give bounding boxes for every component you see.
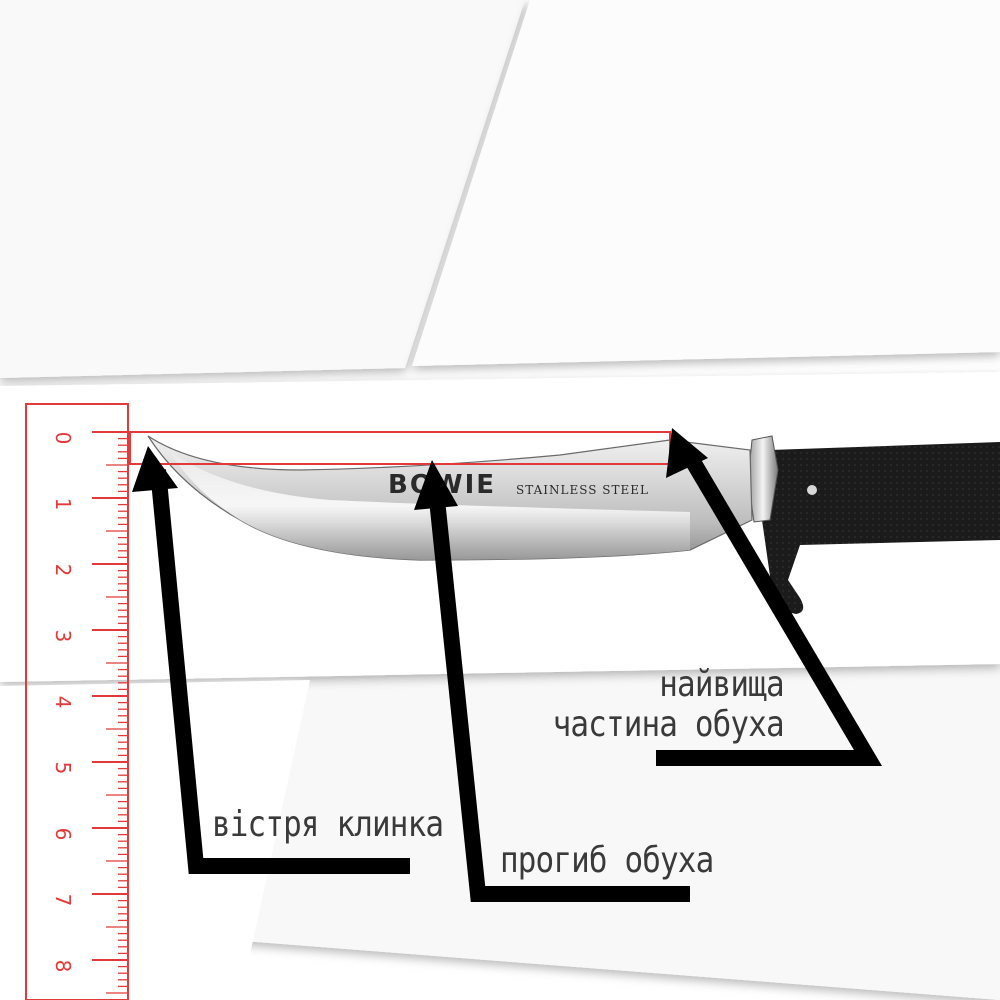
label-spine-curve: прогиб обуха <box>500 842 713 880</box>
ruler-label-5: 5 <box>51 762 75 775</box>
ruler-label-4: 4 <box>51 696 75 709</box>
ruler-label-6: 6 <box>51 828 75 841</box>
label-spine-highest-1: найвища <box>660 666 784 704</box>
blade-subtitle: STAINLESS STEEL <box>516 483 649 497</box>
ruler-label-0: 0 <box>51 432 75 445</box>
label-blade-tip: вістря клинка <box>212 806 443 844</box>
ruler-label-2: 2 <box>51 564 75 577</box>
ruler-label-7: 7 <box>51 894 75 907</box>
ruler-label-1: 1 <box>51 498 75 511</box>
label-spine-highest-2: частина обуха <box>553 706 784 744</box>
ruler-label-3: 3 <box>51 630 75 643</box>
handle-rivet <box>807 485 817 495</box>
ruler-label-8: 8 <box>51 960 75 973</box>
